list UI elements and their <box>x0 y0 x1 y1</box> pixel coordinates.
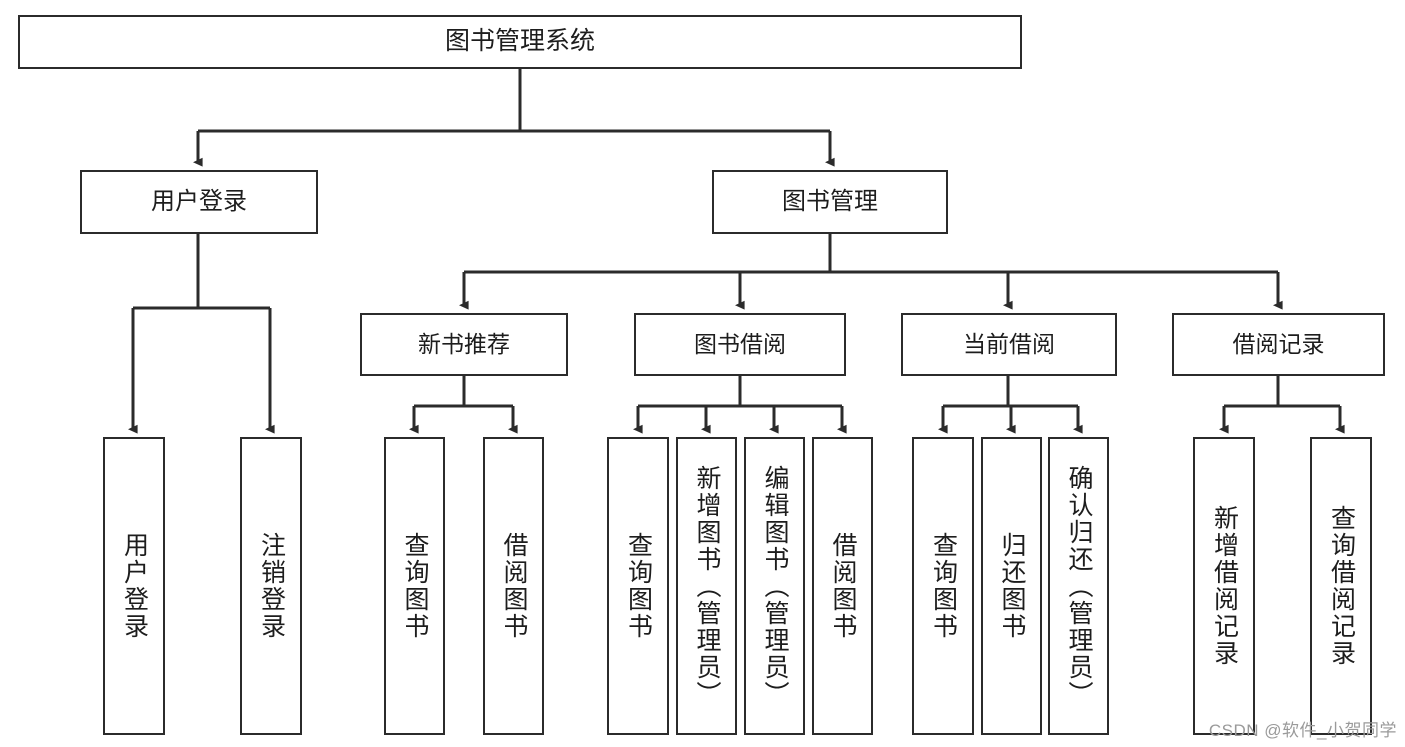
leaf-current-borrow-query-label: 查询图书 <box>929 532 958 640</box>
node-user-login[interactable]: 用户登录 <box>80 170 318 234</box>
leaf-current-borrow-confirm-return-label: 确认归还（管理员） <box>1065 464 1093 708</box>
leaf-new-book-borrow-label: 借阅图书 <box>500 532 528 640</box>
leaf-user-login-logout[interactable]: 注销登录 <box>240 437 302 735</box>
node-current-borrow[interactable]: 当前借阅 <box>901 313 1117 376</box>
leaf-current-borrow-return-label: 归还图书 <box>998 532 1026 640</box>
leaf-user-login-login[interactable]: 用户登录 <box>103 437 165 735</box>
leaf-current-borrow-return[interactable]: 归还图书 <box>981 437 1042 735</box>
node-user-login-label: 用户登录 <box>151 187 247 215</box>
node-new-book-recommend-label: 新书推荐 <box>418 330 510 357</box>
leaf-book-borrow-add-label: 新增图书（管理员） <box>693 464 721 708</box>
watermark-text: CSDN @软件_小贺同学 <box>1208 721 1397 740</box>
leaf-borrow-record-add[interactable]: 新增借阅记录 <box>1193 437 1255 735</box>
leaf-current-borrow-confirm-return[interactable]: 确认归还（管理员） <box>1048 437 1109 735</box>
node-borrow-record[interactable]: 借阅记录 <box>1172 313 1385 376</box>
leaf-book-borrow-borrow[interactable]: 借阅图书 <box>812 437 873 735</box>
leaf-book-borrow-edit-label: 编辑图书（管理员） <box>761 464 789 708</box>
node-root-system[interactable]: 图书管理系统 <box>18 15 1022 69</box>
leaf-book-borrow-borrow-label: 借阅图书 <box>829 532 857 640</box>
leaf-book-borrow-add[interactable]: 新增图书（管理员） <box>676 437 737 735</box>
leaf-borrow-record-query-label: 查询借阅记录 <box>1327 505 1356 667</box>
leaf-user-login-logout-label: 注销登录 <box>257 532 286 640</box>
node-book-borrow-label: 图书借阅 <box>694 330 786 357</box>
leaf-new-book-query[interactable]: 查询图书 <box>384 437 445 735</box>
node-book-borrow[interactable]: 图书借阅 <box>634 313 846 376</box>
leaf-book-borrow-edit[interactable]: 编辑图书（管理员） <box>744 437 805 735</box>
leaf-borrow-record-add-label: 新增借阅记录 <box>1210 505 1239 667</box>
node-current-borrow-label: 当前借阅 <box>963 330 1055 357</box>
node-borrow-record-label: 借阅记录 <box>1232 330 1325 357</box>
leaf-book-borrow-query-label: 查询图书 <box>624 532 653 640</box>
leaf-borrow-record-query[interactable]: 查询借阅记录 <box>1310 437 1372 735</box>
node-root-system-label: 图书管理系统 <box>444 27 595 56</box>
leaf-user-login-login-label: 用户登录 <box>120 532 149 640</box>
node-book-management[interactable]: 图书管理 <box>712 170 948 234</box>
leaf-book-borrow-query[interactable]: 查询图书 <box>607 437 669 735</box>
leaf-new-book-query-label: 查询图书 <box>401 532 429 640</box>
leaf-new-book-borrow[interactable]: 借阅图书 <box>483 437 544 735</box>
node-new-book-recommend[interactable]: 新书推荐 <box>360 313 568 376</box>
node-book-management-label: 图书管理 <box>782 187 878 215</box>
leaf-current-borrow-query[interactable]: 查询图书 <box>912 437 974 735</box>
